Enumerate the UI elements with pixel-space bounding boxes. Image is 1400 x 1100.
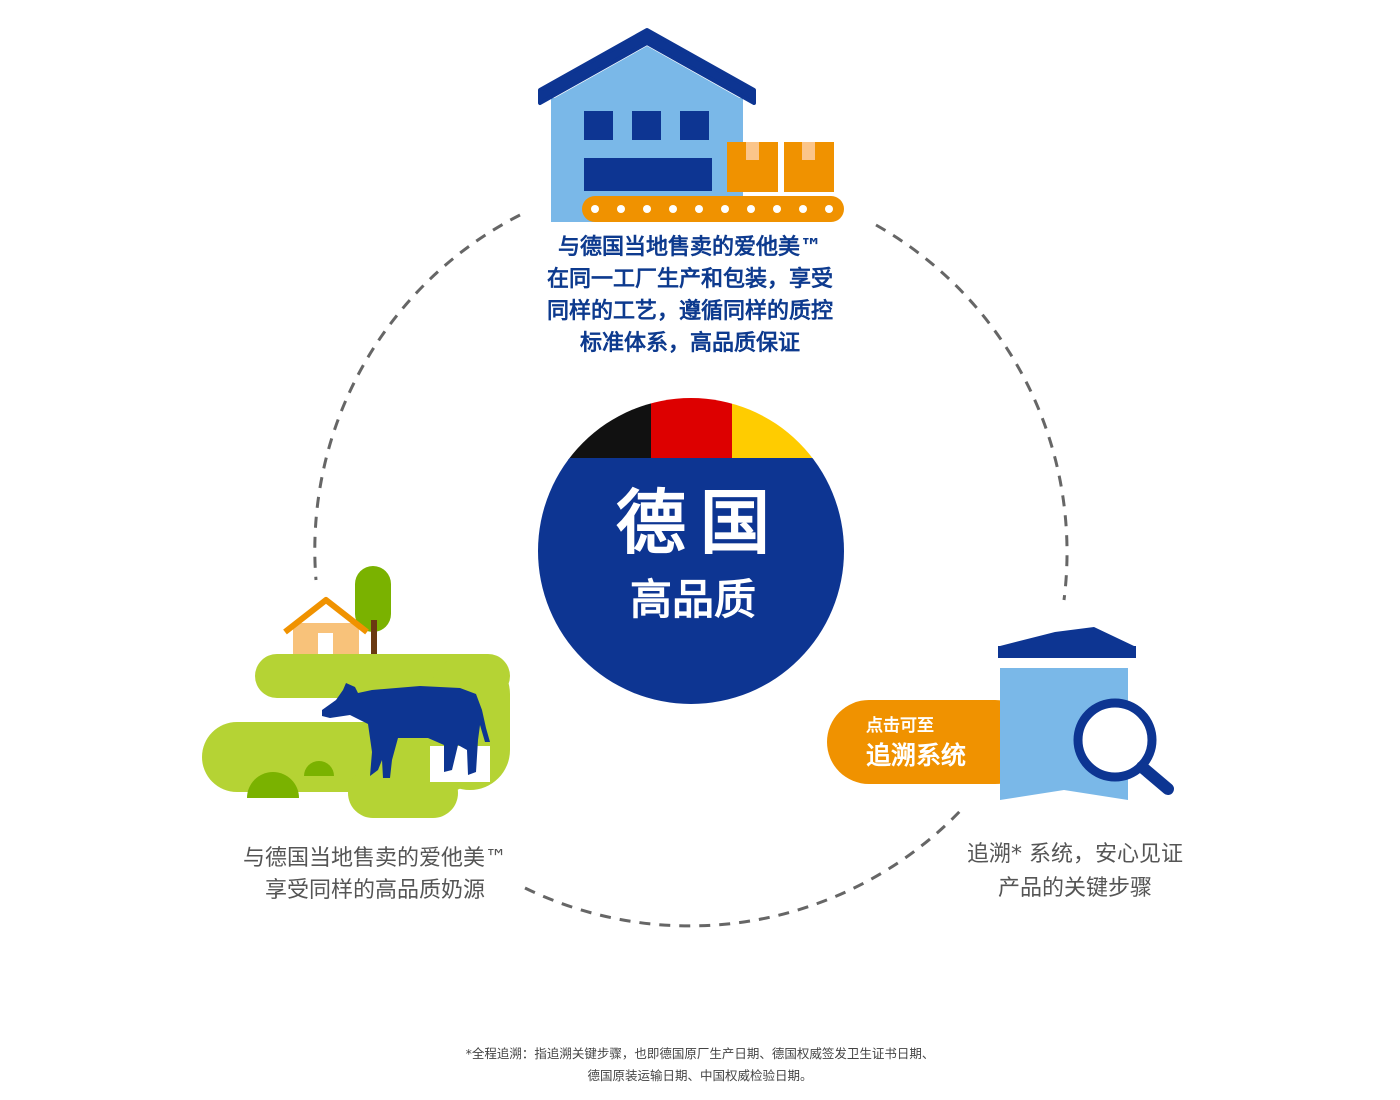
- cow-icon: [322, 683, 490, 778]
- flag-red-stripe: [651, 398, 732, 460]
- farm-line-1: 与德国当地售卖的爱他美™: [242, 846, 507, 871]
- center-subtitle: 高品质: [629, 575, 756, 624]
- trace-description: 追溯* 系统，安心见证 产品的关键步骤: [935, 838, 1215, 906]
- magnifier-icon: [1073, 698, 1157, 782]
- dashed-arc-bottom: [524, 806, 965, 928]
- factory-line-3: 同样的工艺，遵循同样的质控: [546, 299, 833, 324]
- factory-line-2: 在同一工厂生产和包装，享受: [546, 267, 833, 292]
- farm-line-2: 享受同样的高品质奶源: [264, 878, 485, 903]
- traceability-icon: [827, 627, 1174, 800]
- trace-line-1: 追溯* 系统，安心见证: [967, 842, 1183, 867]
- farm-cow-icon: [202, 566, 510, 818]
- trace-line-2: 产品的关键步骤: [997, 876, 1152, 901]
- badge-navy-body: [538, 458, 844, 704]
- factory-description: 与德国当地售卖的爱他美™ 在同一工厂生产和包装，享受 同样的工艺，遵循同样的质控…: [520, 232, 860, 360]
- trace-button-small-label[interactable]: 点击可至: [866, 716, 934, 736]
- factory-line-4: 标准体系，高品质保证: [579, 331, 800, 356]
- flag-black-stripe: [538, 398, 651, 460]
- footnote-line-2: 德国原装运输日期、中国权威检验日期。: [587, 1068, 813, 1083]
- factory-icon: [538, 28, 844, 222]
- footnote-line-1: *全程追溯：指追溯关键步骤，也即德国原厂生产日期、德国权威签发卫生证书日期、: [465, 1046, 935, 1061]
- footnote: *全程追溯：指追溯关键步骤，也即德国原厂生产日期、德国权威签发卫生证书日期、 德…: [350, 1043, 1050, 1087]
- flag-gold-stripe: [732, 398, 844, 460]
- trace-system-button[interactable]: 追溯系统: [866, 741, 967, 770]
- dashed-arc-right: [875, 223, 1069, 601]
- center-title: 德国: [616, 482, 784, 564]
- dashed-arc-left: [313, 213, 521, 581]
- farm-description: 与德国当地售卖的爱他美™ 享受同样的高品质奶源: [205, 843, 545, 907]
- dashed-cycle-ring: [313, 213, 1069, 928]
- factory-line-1: 与德国当地售卖的爱他美™: [557, 235, 822, 260]
